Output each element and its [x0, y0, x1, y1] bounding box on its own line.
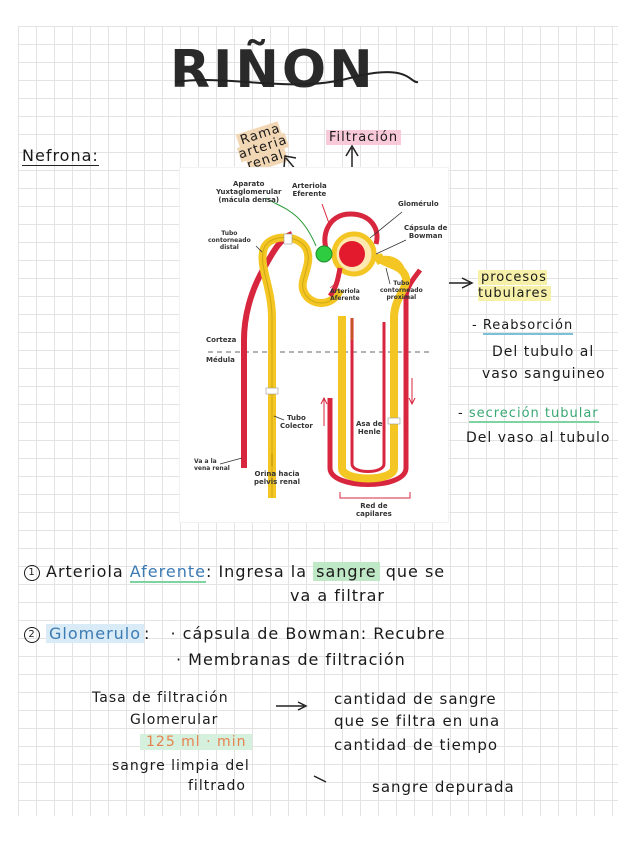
tasa-value: 125 ml · min [140, 734, 253, 750]
sangre-limpia-1: sangre limpia del [112, 758, 250, 774]
tasa-right-1: cantidad de sangre [334, 690, 497, 708]
tasa-right-2: que se filtra en una [334, 712, 501, 730]
procesos-tubulares-label: procesos tubulares [478, 270, 588, 302]
secrecion-title: - secreción tubular [458, 406, 599, 423]
tasa-left-2: Glomerular [130, 712, 219, 728]
sangre-depurada: sangre depurada [372, 778, 515, 796]
tasa-left-1: Tasa de filtración [92, 690, 229, 706]
number-1-badge: 1 [24, 564, 40, 581]
sangre-limpia-2: filtrado [188, 778, 246, 794]
point-1-line-2: va a filtrar [290, 586, 386, 605]
point-2-item-2: · Membranas de filtración [176, 650, 406, 669]
tasa-right-3: cantidad de tiempo [334, 736, 499, 754]
reabsorcion-title: - Reabsorción [472, 318, 574, 335]
reabsorcion-desc-2: vaso sanguineo [482, 366, 606, 382]
title-underline-scribble [174, 71, 419, 86]
secrecion-desc: Del vaso al tubulo [466, 430, 611, 446]
nefrona-label: Nefrona: [22, 146, 99, 166]
reabsorcion-desc-1: Del tubulo al [492, 344, 595, 360]
label-corteza: Corteza [206, 336, 237, 344]
nephron-illustration [208, 197, 432, 499]
label-glomerulo: Glomérulo [398, 200, 439, 208]
page-title: RIÑON [166, 40, 380, 100]
filtracion-label: Filtración [326, 130, 402, 145]
label-medula: Médula [206, 356, 235, 364]
number-2-badge: 2 [24, 626, 40, 643]
